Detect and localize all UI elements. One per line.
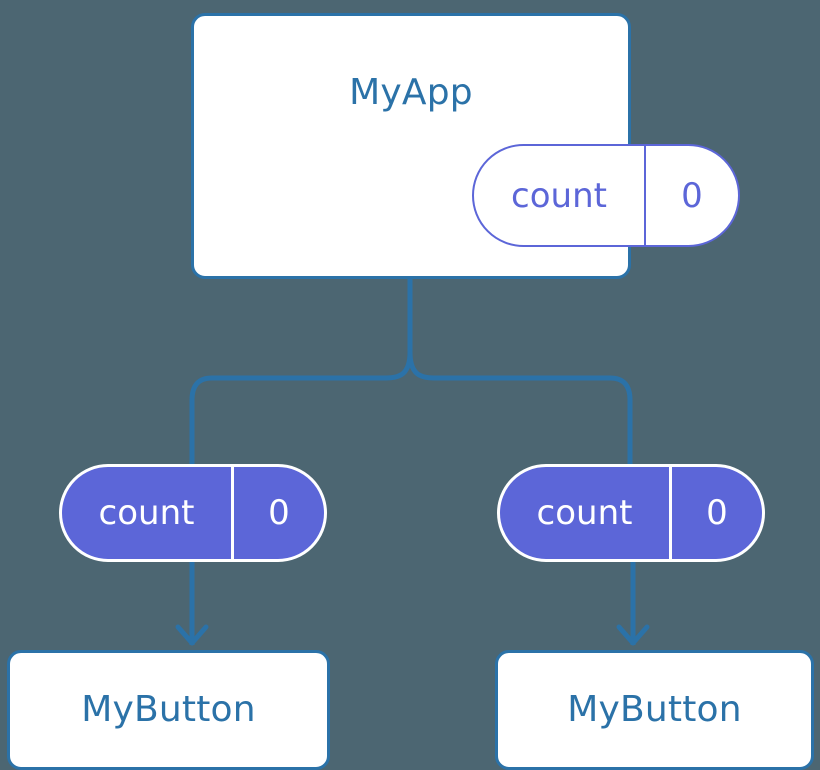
props-pill-value: 0 bbox=[268, 493, 290, 533]
state-pill-myapp[interactable]: count 0 bbox=[472, 144, 740, 247]
component-node-mybutton-left[interactable]: MyButton bbox=[7, 650, 330, 770]
arrow-head-right bbox=[616, 624, 650, 646]
component-node-myapp[interactable]: MyApp count 0 bbox=[191, 13, 740, 279]
arrow-head-left bbox=[175, 624, 209, 646]
props-pill-left[interactable]: count 0 bbox=[59, 464, 327, 562]
component-title-mybutton: MyButton bbox=[81, 689, 256, 730]
connector-branch-left bbox=[189, 349, 413, 467]
component-node-mybutton-right[interactable]: MyButton bbox=[495, 650, 814, 770]
props-pill-right[interactable]: count 0 bbox=[497, 464, 765, 562]
connector-branch-right bbox=[407, 349, 633, 467]
props-pill-key: count bbox=[62, 467, 234, 559]
props-pill-key: count bbox=[500, 467, 672, 559]
props-pill-value: 0 bbox=[706, 493, 728, 533]
component-title-myapp: MyApp bbox=[349, 72, 473, 113]
component-title-mybutton: MyButton bbox=[567, 689, 742, 730]
state-pill-value: 0 bbox=[681, 175, 703, 216]
state-pill-key: count bbox=[474, 146, 646, 245]
